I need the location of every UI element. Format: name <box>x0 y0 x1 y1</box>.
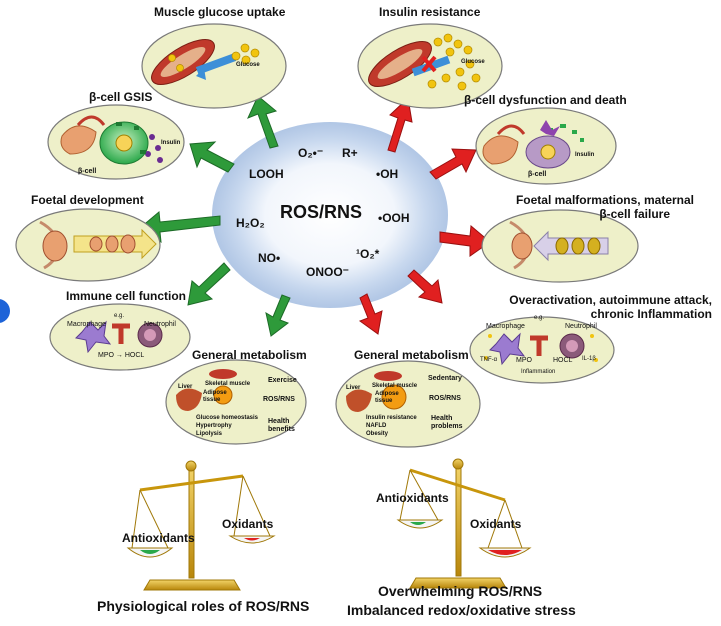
gsis-insulin-label: Insulin <box>161 140 181 146</box>
over-hocl: HOCL <box>553 357 573 364</box>
green-arrow-gsis <box>189 141 235 173</box>
meta-left-ros: ROS/RNS <box>263 396 295 403</box>
title-immune-function: Immune cell function <box>66 289 187 303</box>
species-hydrogen-peroxide: H₂O₂ <box>236 216 265 230</box>
meta-left-liver: Liver <box>178 384 193 390</box>
meta-right-nafld: NAFLD <box>366 423 387 429</box>
meta-right-adipose: Adipose tissue <box>375 391 399 404</box>
over-inflammation: Inflammation <box>521 369 556 375</box>
red-arrow-malformation <box>439 225 491 257</box>
red-arrows <box>358 96 491 335</box>
meta-left-lipolysis: Lipolysis <box>196 431 223 437</box>
meta-right-resistance: Insulin resistance <box>366 415 417 421</box>
over-neutrophil: Neutrophil <box>565 323 597 330</box>
meta-right-sedentary: Sedentary <box>428 375 462 382</box>
red-arrow-dysfunction <box>429 148 477 180</box>
title-muscle-uptake: Muscle glucose uptake <box>154 5 286 19</box>
green-arrow-muscle <box>247 95 279 149</box>
meta-left-health: Health benefits <box>268 418 295 433</box>
meta-right-obesity: Obesity <box>366 431 389 437</box>
panel-gsis <box>47 104 185 180</box>
ros-title: ROS/RNS <box>280 202 363 222</box>
ros-center-cloud <box>212 122 448 308</box>
panel-immune <box>49 303 191 371</box>
species-nitric-oxide: NO• <box>258 251 281 265</box>
meta-left-skeletal: Skeletal muscle <box>205 381 251 387</box>
meta-right-liver: Liver <box>346 385 361 391</box>
glucose-label-right: Glucose <box>461 59 485 65</box>
left-caption: Physiological roles of ROS/RNS <box>97 598 310 614</box>
panel-metabolism-physiological <box>165 359 307 445</box>
gsis-cell-label: β-cell <box>78 168 97 175</box>
panel-overactivation <box>469 316 615 384</box>
green-arrow-metabolism <box>265 294 291 337</box>
right-antioxidants: Antioxidants <box>376 491 449 505</box>
title-beta-dysfunction: β-cell dysfunction and death <box>464 93 627 107</box>
right-caption-2: Imbalanced redox/oxidative stress <box>347 602 576 618</box>
species-peroxyl: •OOH <box>378 211 410 225</box>
over-mpo: MPO <box>516 357 532 364</box>
immune-macrophage: Macrophage <box>67 321 106 328</box>
immune-eg: e.g. <box>114 313 125 319</box>
green-arrow-foetal <box>139 211 221 244</box>
meta-left-adipose: Adipose tissue <box>203 390 227 403</box>
panel-metabolism-pathological <box>335 360 481 448</box>
species-superoxide: O₂•⁻ <box>298 146 324 160</box>
red-arrow-overactivation <box>407 269 443 304</box>
meta-left-exercise: Exercise <box>268 377 297 384</box>
balance-left <box>126 460 276 591</box>
over-il: IL-1β <box>582 356 596 362</box>
meta-right-health: Health problems <box>431 415 463 430</box>
panel-foetal <box>15 208 161 282</box>
green-arrows <box>139 95 291 337</box>
species-peroxynitrite: ONOO⁻ <box>306 265 350 279</box>
species-singlet-oxygen: ¹O₂* <box>356 247 380 261</box>
title-overactivation-2: chronic Inflammation <box>590 307 712 321</box>
species-radical: R+ <box>342 146 358 160</box>
left-antioxidants: Antioxidants <box>122 531 195 545</box>
title-malformation-2: β-cell failure <box>599 207 670 221</box>
left-oxidants: Oxidants <box>222 517 274 531</box>
title-malformation-1: Foetal malformations, maternal <box>515 193 694 207</box>
panel-insulin-resistance <box>357 23 503 109</box>
title-metabolism-right: General metabolism <box>354 348 469 362</box>
balance-right <box>396 458 532 589</box>
meta-left-hypertrophy: Hypertrophy <box>196 423 232 429</box>
right-caption-1: Overwhelming ROS/RNS <box>378 583 543 599</box>
panel-muscle-uptake <box>141 23 287 109</box>
panel-beta-dysfunction <box>475 107 617 185</box>
meta-left-homeostasis: Glucose homeostasis <box>196 415 259 421</box>
red-arrow-resistance <box>387 96 413 153</box>
over-macrophage: Macrophage <box>486 323 525 330</box>
title-insulin-resistance: Insulin resistance <box>379 5 481 19</box>
species-hydroxyl: •OH <box>376 167 399 181</box>
title-foetal-development: Foetal development <box>31 193 144 207</box>
title-overactivation-1: Overactivation, autoimmune attack, <box>509 293 712 307</box>
red-arrow-metabolism <box>358 293 383 335</box>
green-arrow-immune <box>187 262 231 306</box>
title-metabolism-left: General metabolism <box>192 348 307 362</box>
over-eg: e.g. <box>534 315 545 321</box>
dysfunction-cell-label: β-cell <box>528 171 547 178</box>
immune-mpo: MPO → HOCL <box>98 352 145 359</box>
over-tnf: TNF-α <box>480 357 498 363</box>
dysfunction-insulin-label: Insulin <box>575 152 595 158</box>
meta-right-skeletal: Skeletal muscle <box>372 383 418 389</box>
title-gsis: β-cell GSIS <box>89 90 153 104</box>
species-alkoxyl: LOOH <box>249 167 284 181</box>
edge-dot <box>0 299 10 323</box>
right-oxidants: Oxidants <box>470 517 522 531</box>
glucose-label-left: Glucose <box>236 62 260 68</box>
panel-foetal-malformation <box>481 209 639 283</box>
meta-right-ros: ROS/RNS <box>429 395 461 402</box>
immune-neutrophil: Neutrophil <box>144 321 176 328</box>
